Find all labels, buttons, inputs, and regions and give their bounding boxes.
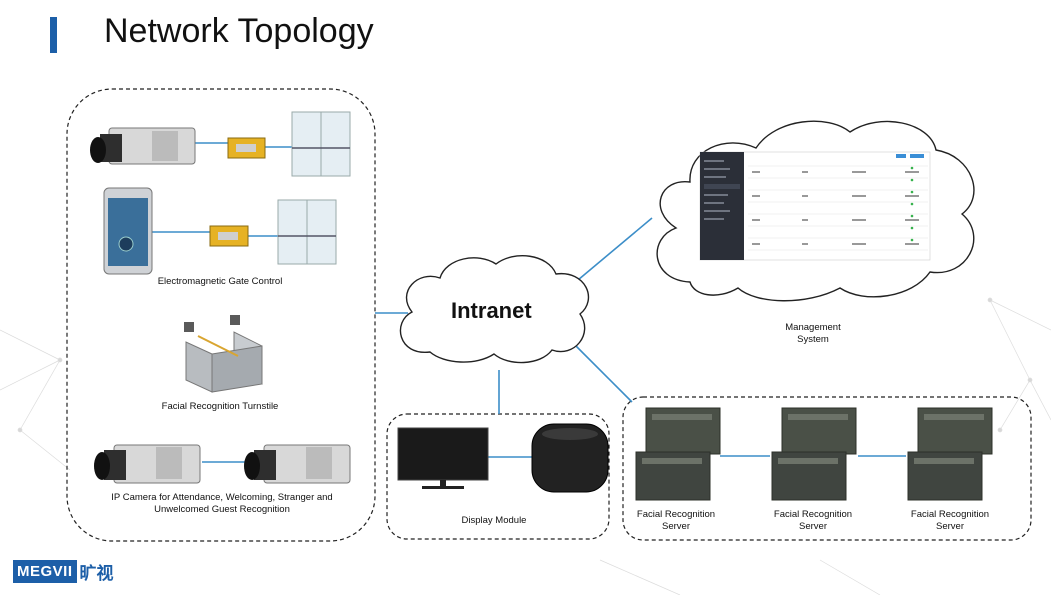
servers-group (622, 396, 1032, 541)
edge-devices-group (66, 88, 376, 542)
display-box-icon (531, 423, 609, 493)
glass-door-icon-2 (277, 199, 337, 265)
page-title: Network Topology (104, 12, 374, 50)
server-label-2: Facial Recognition Server (773, 509, 853, 532)
magnetic-lock-icon-2 (209, 225, 249, 247)
server-label-3: Facial Recognition Server (910, 509, 990, 532)
gate-control-label: Electromagnetic Gate Control (157, 276, 283, 287)
monitor-icon (397, 427, 489, 489)
server-icon-1 (635, 407, 721, 501)
magnetic-lock-icon-1 (227, 137, 266, 159)
management-system-label: Management System (785, 322, 841, 345)
network-links (152, 142, 906, 463)
ip-camera-icon-2 (94, 444, 201, 484)
title-accent-bar (50, 17, 57, 53)
turnstile-label: Facial Recognition Turnstile (161, 401, 279, 412)
glass-door-icon-1 (291, 111, 351, 177)
ip-camera-label: IP Camera for Attendance, Welcoming, Str… (111, 492, 333, 515)
server-icon-2 (771, 407, 857, 501)
server-icon-3 (907, 407, 993, 501)
logo-cn: 旷视 (79, 563, 114, 583)
display-module-group (386, 413, 610, 540)
intranet-cloud (399, 255, 590, 364)
face-terminal-icon (103, 187, 153, 275)
display-module-label: Display Module (461, 515, 527, 526)
intranet-label: Intranet (451, 298, 532, 323)
server-label-1: Facial Recognition Server (636, 509, 716, 532)
background-mesh (0, 297, 1051, 595)
management-screenshot (699, 151, 931, 261)
turnstile-icon (184, 315, 263, 393)
logo-brand: MEGVII (13, 559, 77, 583)
megvii-logo: MEGVII 旷视 (13, 559, 114, 583)
ip-camera-icon-3 (244, 444, 351, 484)
ip-camera-icon-1 (90, 127, 196, 165)
